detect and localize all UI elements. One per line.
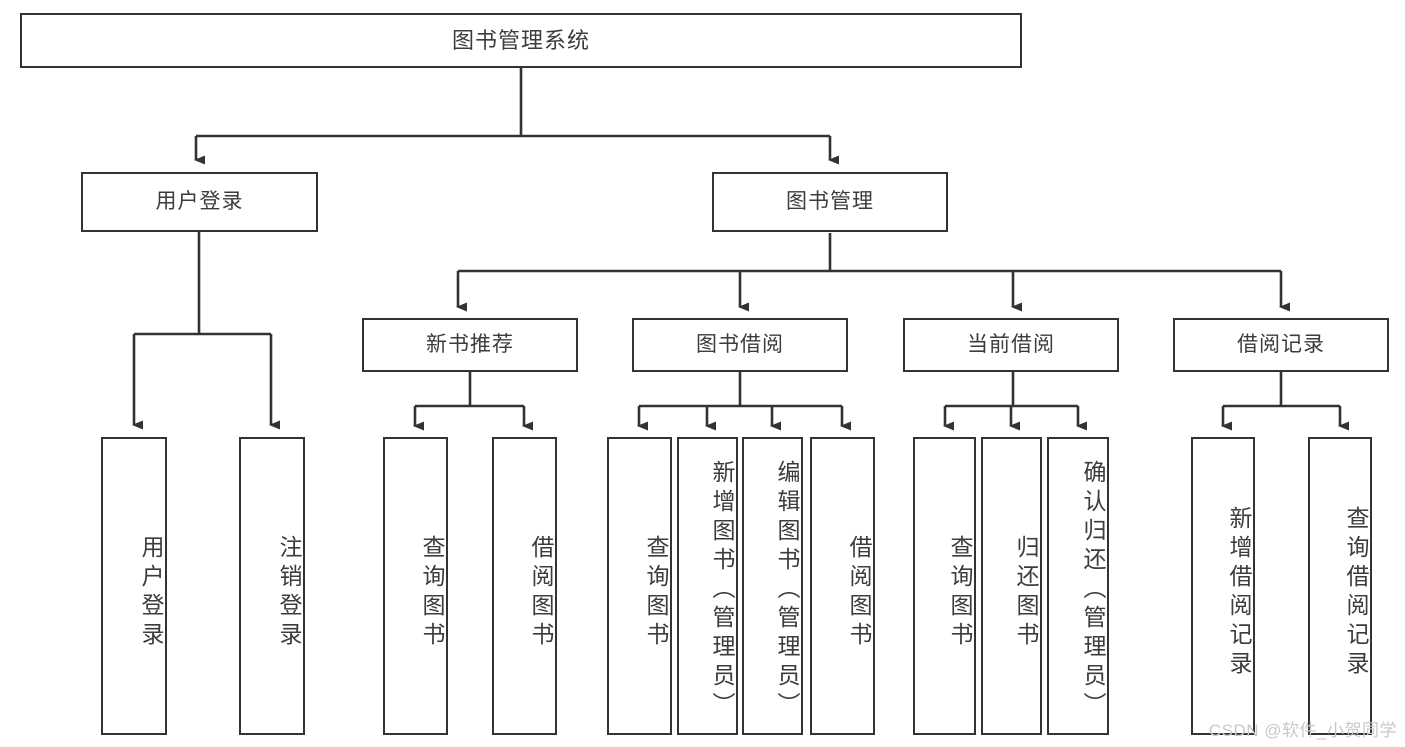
node-label: 用户登录 — [155, 189, 244, 213]
leaf-borrow-book-recommend[interactable]: 借阅图书 — [492, 437, 557, 735]
leaf-add-book-admin[interactable]: 新增图书（管理员） — [677, 437, 738, 735]
node-label: 借阅记录 — [1237, 332, 1325, 356]
node-label: 归还图书 — [1013, 535, 1039, 651]
node-label: 确认归还（管理员） — [1080, 459, 1106, 721]
leaf-logout-login[interactable]: 注销登录 — [239, 437, 305, 735]
leaf-query-borrow-record[interactable]: 查询借阅记录 — [1308, 437, 1372, 735]
node-label: 查询借阅记录 — [1343, 506, 1369, 680]
node-label: 编辑图书（管理员） — [774, 459, 800, 721]
node-label: 注销登录 — [276, 535, 302, 651]
leaf-borrow-book[interactable]: 借阅图书 — [810, 437, 875, 735]
node-label: 图书管理 — [786, 189, 874, 213]
leaf-confirm-return-admin[interactable]: 确认归还（管理员） — [1047, 437, 1109, 735]
node-book-borrow[interactable]: 图书借阅 — [632, 318, 848, 372]
leaf-query-book-borrow[interactable]: 查询图书 — [607, 437, 672, 735]
node-label: 新增图书（管理员） — [709, 459, 735, 721]
leaf-return-book[interactable]: 归还图书 — [981, 437, 1042, 735]
csdn-watermark: CSDN @软件_小贺同学 — [1208, 721, 1397, 740]
leaf-add-borrow-record[interactable]: 新增借阅记录 — [1191, 437, 1255, 735]
node-borrow-record[interactable]: 借阅记录 — [1173, 318, 1389, 372]
node-book-manage[interactable]: 图书管理 — [712, 172, 948, 232]
node-label: 借阅图书 — [846, 535, 872, 651]
leaf-query-book-current[interactable]: 查询图书 — [913, 437, 976, 735]
node-label: 查询图书 — [643, 535, 669, 651]
leaf-user-login[interactable]: 用户登录 — [101, 437, 167, 735]
node-label: 查询图书 — [947, 535, 973, 651]
node-label: 用户登录 — [138, 535, 164, 651]
node-user-login[interactable]: 用户登录 — [81, 172, 318, 232]
node-label: 图书管理系统 — [451, 27, 590, 53]
leaf-edit-book-admin[interactable]: 编辑图书（管理员） — [742, 437, 803, 735]
node-label: 新书推荐 — [426, 332, 514, 356]
leaf-query-book-recommend[interactable]: 查询图书 — [383, 437, 448, 735]
node-label: 当前借阅 — [967, 332, 1055, 356]
node-label: 图书借阅 — [696, 332, 784, 356]
node-label: 借阅图书 — [528, 535, 554, 651]
node-label: 查询图书 — [419, 535, 445, 651]
node-root-system[interactable]: 图书管理系统 — [20, 13, 1022, 68]
node-label: 新增借阅记录 — [1226, 506, 1252, 680]
node-new-book-recommend[interactable]: 新书推荐 — [362, 318, 578, 372]
node-current-borrow[interactable]: 当前借阅 — [903, 318, 1119, 372]
